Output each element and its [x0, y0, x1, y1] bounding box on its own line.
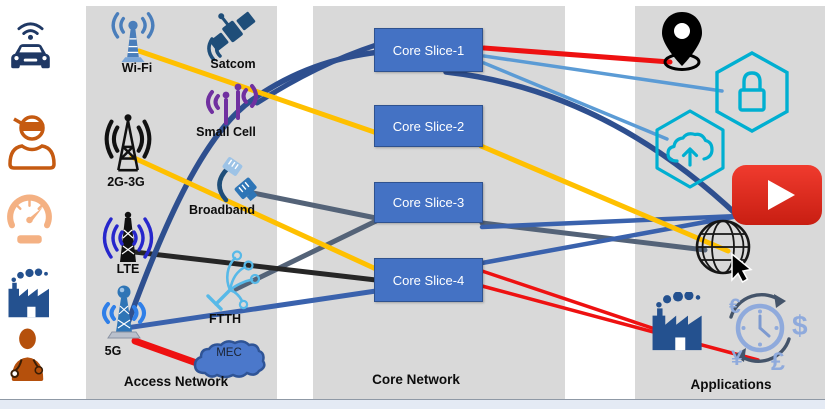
factory-icon [7, 268, 52, 325]
cloud-upload-hexagon-icon [650, 108, 730, 195]
dollar-symbol: $ [792, 310, 808, 341]
satcom-label: Satcom [210, 57, 256, 71]
access-network-title: Access Network [123, 374, 229, 389]
wifi-label: Wi-Fi [121, 61, 153, 75]
internet-globe-icon [692, 216, 760, 291]
applications-title: Applications [690, 377, 772, 392]
security-lock-hexagon-icon [710, 50, 794, 139]
5g-tower-icon [92, 280, 156, 349]
mec-cloud-icon [189, 335, 267, 386]
yen-symbol: ¥ [731, 347, 743, 370]
2g-3g-label: 2G-3G [107, 175, 145, 189]
core-network-title: Core Network [372, 372, 460, 387]
pound-symbol: £ [771, 348, 785, 376]
core-slice-2-box: Core Slice-2 [374, 105, 483, 147]
core-slice-3-box: Core Slice-3 [374, 182, 483, 223]
core-slice-4-box: Core Slice-4 [374, 258, 483, 302]
ftth-label: FTTH [209, 312, 241, 326]
speedometer-icon [3, 190, 56, 255]
5g-label: 5G [104, 344, 122, 358]
lte-antenna-icon [93, 206, 163, 273]
small-cell-icon [196, 76, 260, 133]
broadband-label: Broadband [189, 203, 255, 217]
connected-car-icon [7, 20, 54, 81]
mec-label: MEC [216, 347, 242, 359]
location-pin-icon [654, 10, 710, 77]
euro-symbol: € [729, 295, 741, 318]
slide-bottom-edge [0, 399, 825, 409]
smart-factory-icon [645, 291, 711, 357]
video-streaming-icon [731, 164, 823, 231]
ftth-fiber-icon [204, 248, 261, 317]
core-slice-1-box: Core Slice-1 [374, 28, 483, 72]
doctor-icon [5, 326, 50, 386]
satcom-satellite-icon [203, 6, 261, 66]
small-cell-label: Small Cell [196, 125, 256, 139]
antenna-2g-3g-icon [95, 110, 161, 181]
lte-label: LTE [116, 262, 140, 276]
wifi-antenna-icon [103, 6, 163, 69]
financial-clock-icon [712, 288, 810, 375]
vr-user-icon [5, 110, 59, 177]
broadband-icon [210, 156, 262, 211]
